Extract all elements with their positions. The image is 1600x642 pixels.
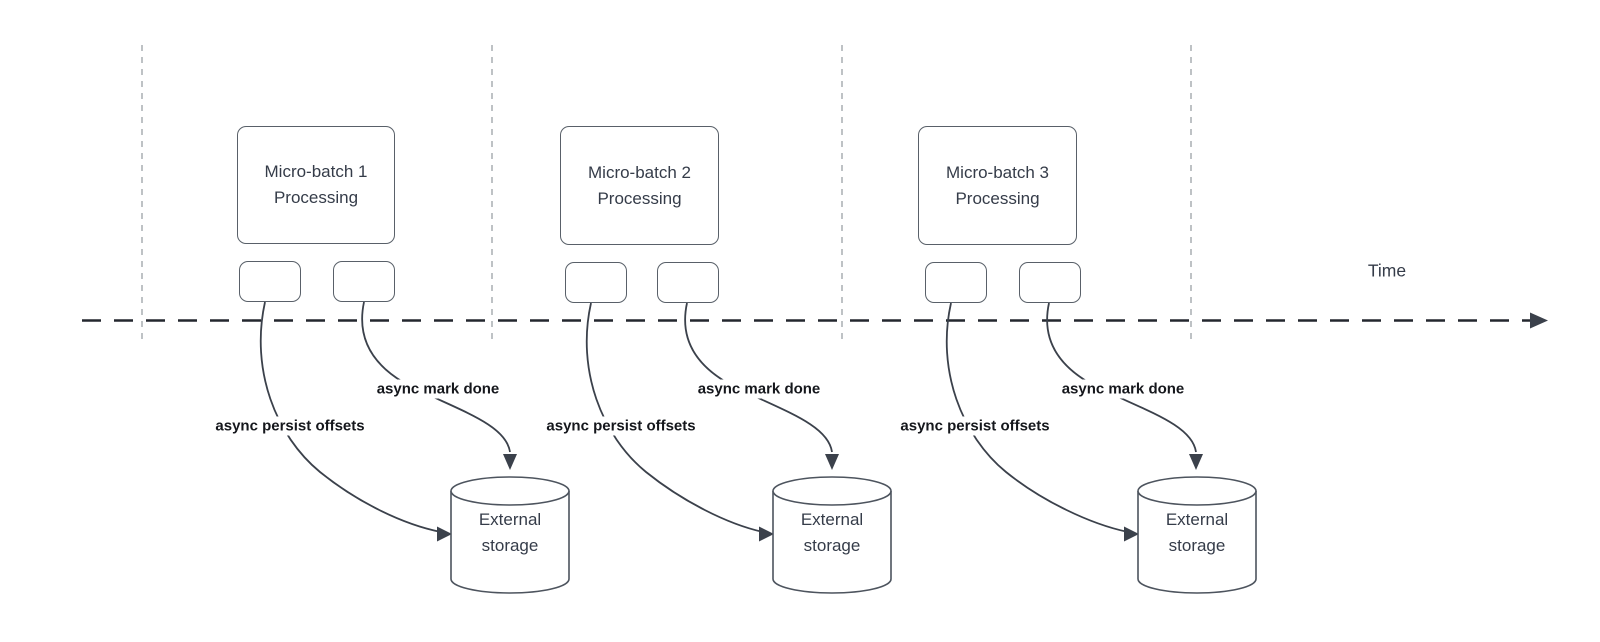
cylinder-top-1: [450, 476, 570, 506]
async-persist-arrowhead-2: [759, 526, 774, 542]
external-storage-caption-1: External storage: [451, 507, 569, 559]
external-storage-cylinder-1: [450, 476, 570, 594]
async-mark-done-arrow-3: [1046, 302, 1197, 453]
async-persist-arrow-3: [945, 302, 1129, 533]
cylinder-body-2: [772, 491, 892, 594]
cylinder-top-3: [1137, 476, 1257, 506]
micro-batch-1-processing-box: Micro-batch 1 Processing: [237, 126, 395, 244]
async-mark-done-label-1: async mark done: [372, 379, 504, 399]
external-storage-caption-2-line2: storage: [803, 536, 861, 555]
time-axis-label: Time: [1367, 260, 1407, 281]
external-storage-caption-1-line1: External: [478, 510, 542, 529]
async-mark-done-arrowhead-3: [1189, 454, 1203, 470]
external-storage-cylinder-2: [772, 476, 892, 594]
micro-batch-1-title: Micro-batch 1 Processing: [265, 159, 368, 211]
async-persist-offsets-label-1: async persist offsets: [211, 416, 369, 436]
mark-done-task-box-3: [1019, 262, 1081, 303]
async-persist-arrowhead-1: [437, 526, 452, 542]
async-mark-done-arrowhead-2: [825, 454, 839, 470]
external-storage-cylinder-3: [1137, 476, 1257, 594]
async-persist-arrow-2: [585, 302, 764, 533]
micro-batch-3-title: Micro-batch 3 Processing: [946, 160, 1049, 212]
async-mark-done-label-2: async mark done: [693, 379, 825, 399]
external-storage-caption-3-line2: storage: [1168, 536, 1226, 555]
async-persist-arrowhead-3: [1124, 526, 1139, 542]
micro-batch-2-title-line2: Processing: [597, 188, 682, 208]
async-mark-done-arrowhead-1: [503, 454, 517, 470]
async-persist-offsets-label-3: async persist offsets: [896, 416, 1054, 436]
micro-batch-2-title-line1: Micro-batch 2: [588, 162, 691, 182]
micro-batch-1-title-line1: Micro-batch 1: [264, 162, 368, 181]
micro-batch-3-processing-box: Micro-batch 3 Processing: [918, 126, 1077, 245]
time-axis-arrowhead: [1530, 312, 1548, 329]
cylinder-body-3: [1137, 491, 1257, 594]
cylinder-top-2: [772, 476, 892, 506]
external-storage-caption-3: External storage: [1138, 507, 1256, 559]
external-storage-caption-1-line2: storage: [481, 536, 539, 555]
external-storage-caption-2: External storage: [773, 507, 891, 559]
micro-batch-3-title-line1: Micro-batch 3: [946, 162, 1049, 182]
micro-batch-2-title: Micro-batch 2 Processing: [588, 160, 691, 212]
async-persist-offsets-label-2: async persist offsets: [542, 416, 700, 436]
persist-task-box-2: [565, 262, 627, 303]
async-mark-done-label-3: async mark done: [1057, 379, 1189, 399]
persist-task-box-3: [925, 262, 987, 303]
micro-batch-3-title-line2: Processing: [955, 188, 1040, 208]
mark-done-task-box-2: [657, 262, 719, 303]
async-mark-done-arrow-2: [684, 302, 833, 453]
mark-done-task-box-1: [333, 261, 395, 302]
persist-task-box-1: [239, 261, 301, 302]
micro-batch-2-processing-box: Micro-batch 2 Processing: [560, 126, 719, 245]
cylinder-body-1: [450, 491, 570, 594]
micro-batch-1-title-line2: Processing: [273, 188, 359, 207]
external-storage-caption-3-line1: External: [1165, 510, 1229, 529]
async-mark-done-arrow-1: [361, 301, 511, 453]
async-persist-arrow-1: [259, 301, 442, 533]
external-storage-caption-2-line1: External: [800, 510, 864, 529]
